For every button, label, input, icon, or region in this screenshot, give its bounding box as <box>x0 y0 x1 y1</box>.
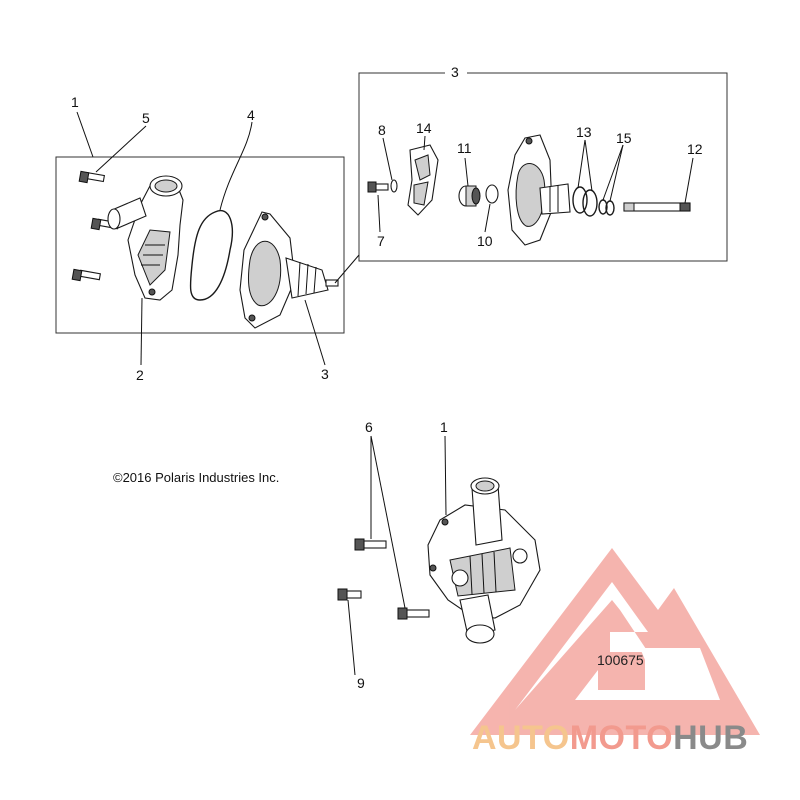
o-ring-part-13a <box>572 186 588 214</box>
callout-8: 8 <box>378 122 386 138</box>
callout-6: 6 <box>365 419 373 435</box>
pump-assembly-part-1 <box>427 477 541 644</box>
callout-3-box: 3 <box>451 64 459 80</box>
thermostat-housing-part-2 <box>107 175 184 301</box>
callout-2: 2 <box>136 367 144 383</box>
callout-14: 14 <box>416 120 432 136</box>
bolt-part-6a <box>354 538 387 551</box>
callout-11: 11 <box>457 140 472 156</box>
screw-part-7 <box>367 181 389 193</box>
washer-part-10 <box>485 184 499 204</box>
seal-part-11 <box>458 185 481 207</box>
watermark-moto: MOTO <box>570 719 673 757</box>
callout-3-bottom: 3 <box>321 366 329 382</box>
callout-10: 10 <box>477 233 493 249</box>
callout-5: 5 <box>142 110 150 126</box>
leader-lines <box>76 111 694 676</box>
callout-7: 7 <box>377 233 385 249</box>
watermark-auto: AUTO <box>472 719 570 757</box>
water-pump-part-3 <box>239 211 339 329</box>
diagram-part-number: 100675 <box>597 652 644 668</box>
automotohub-logo <box>470 548 760 735</box>
assembly-box-3 <box>358 72 728 262</box>
assembly-box-1 <box>55 156 345 334</box>
shaft-part-12 <box>623 202 691 212</box>
callout-4: 4 <box>247 107 255 123</box>
watermark-wordmark: AUTOMOTOHUB <box>472 719 748 757</box>
watermark-hub: HUB <box>673 719 748 757</box>
pump-body <box>507 134 571 246</box>
bolt-part-5c <box>71 268 102 282</box>
o-ring-part-13b <box>582 189 598 217</box>
callout-9: 9 <box>357 675 365 691</box>
impeller-part-14 <box>407 144 439 216</box>
bolt-part-5a <box>78 170 106 184</box>
copyright-text: ©2016 Polaris Industries Inc. <box>113 470 279 485</box>
callout-13: 13 <box>576 124 592 140</box>
callout-1-lower: 1 <box>440 419 448 435</box>
callout-12: 12 <box>687 141 703 157</box>
washer-part-8 <box>390 179 398 193</box>
callout-1-top: 1 <box>71 94 79 110</box>
bolt-part-9 <box>337 588 362 601</box>
o-ring-part-4 <box>189 209 233 301</box>
bolt-part-6b <box>397 607 430 620</box>
callout-15: 15 <box>616 130 632 146</box>
